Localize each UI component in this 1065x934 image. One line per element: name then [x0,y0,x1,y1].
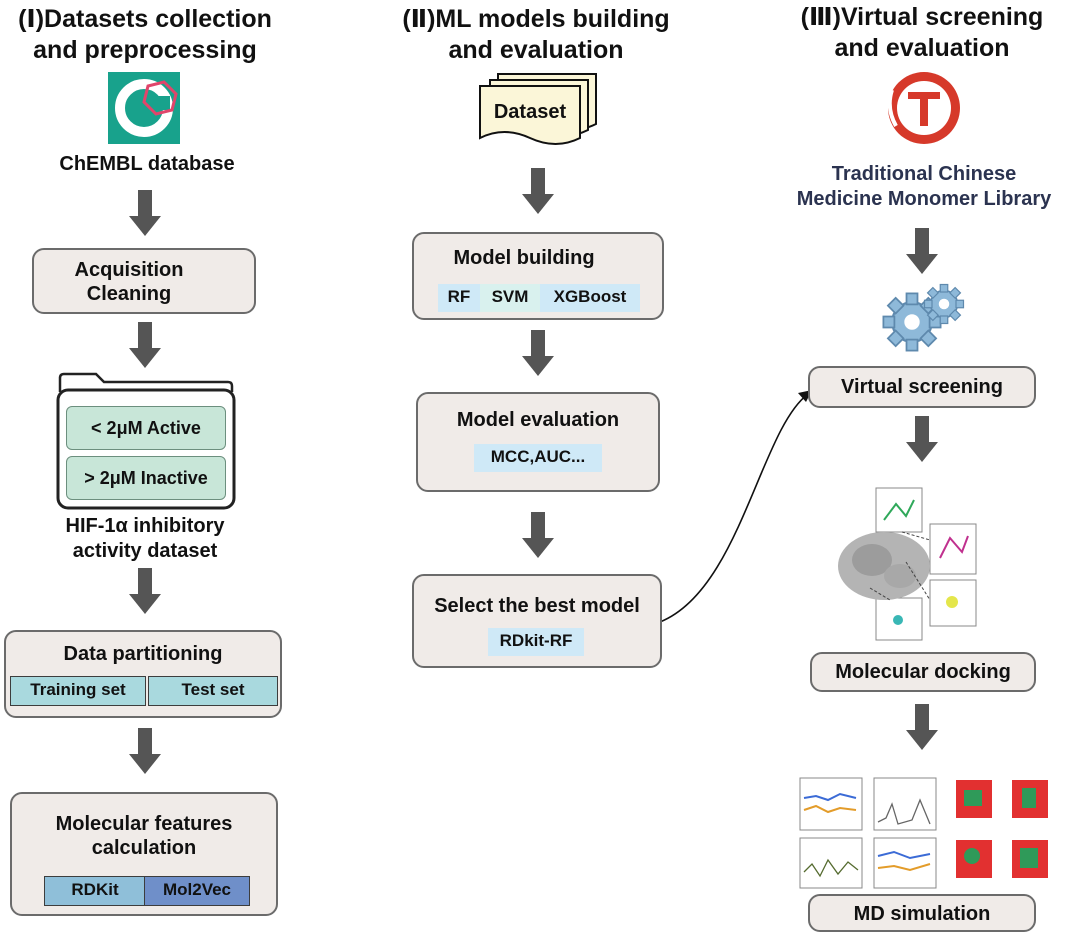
mol2vec-label: Mol2Vec [144,876,250,906]
column-3-title: (Ⅲ)Virtual screening and evaluation [800,3,1044,62]
virtual-screening-label: Virtual screening [841,376,1003,398]
model-evaluation-label: Model evaluation [456,409,620,431]
arrow-icon [522,512,554,558]
dataset-caption: HIF-1α inhibitory activity dataset [65,515,225,562]
chembl-label: ChEMBL database [59,153,235,175]
molecular-docking-label: Molecular docking [835,661,1011,683]
virtual-screening-box[interactable]: Virtual screening [808,366,1036,408]
arrow-icon [129,190,161,236]
rdkit-label: RDKit [44,876,146,906]
rdkit-rf-label: RDkit-RF [488,628,584,656]
xgboost-label: XGBoost [540,284,640,312]
features-box[interactable]: Molecular features calculation RDKit Mol… [10,792,278,916]
svm-label: SVM [480,284,540,312]
md-simulation-label: MD simulation [853,903,991,925]
tcm-library-label: Traditional Chinese Medicine Monomer Lib… [796,163,1052,210]
rf-label: RF [438,284,480,312]
arrow-icon [129,728,161,774]
acquisition-box[interactable]: Acquisition Cleaning [32,248,256,314]
active-label: < 2μM Active [66,406,226,450]
model-building-label: Model building [453,247,595,269]
docking-illustration [838,487,977,641]
inactive-label: > 2μM Inactive [66,456,226,500]
model-evaluation-box[interactable]: Model evaluation MCC,AUC... [416,392,660,492]
partition-label: Data partitioning [63,643,223,665]
arrow-icon [522,168,554,214]
test-set-label: Test set [148,676,278,706]
arrow-icon [906,704,938,750]
arrow-icon [906,228,938,274]
md-simulation-box[interactable]: MD simulation [808,894,1036,932]
features-label: Molecular features calculation [55,813,233,859]
acquisition-label: Acquisition Cleaning [74,259,184,305]
dataset-label: Dataset [493,101,567,123]
arrow-icon [522,330,554,376]
connector-arrow [659,393,809,623]
best-model-label: Select the best model [434,595,640,617]
md-simulation-illustration [799,777,1048,889]
dataset-document-icon [479,73,597,145]
training-set-label: Training set [10,676,146,706]
partition-box[interactable]: Data partitioning Training set Test set [4,630,282,718]
column-1-title: (Ⅰ)Datasets collection and preprocessing [18,5,272,64]
arrow-icon [129,568,161,614]
model-building-box[interactable]: Model building RF SVM XGBoost [412,232,664,320]
column-2-title: (Ⅱ)ML models building and evaluation [402,5,670,64]
molecular-docking-box[interactable]: Molecular docking [810,652,1036,692]
gears-icon [882,283,965,352]
arrow-icon [129,322,161,368]
arrow-icon [906,416,938,462]
tcm-logo-icon [887,72,960,144]
chembl-logo-icon [108,72,180,144]
best-model-box[interactable]: Select the best model RDkit-RF [412,574,662,668]
metrics-label: MCC,AUC... [474,444,602,472]
